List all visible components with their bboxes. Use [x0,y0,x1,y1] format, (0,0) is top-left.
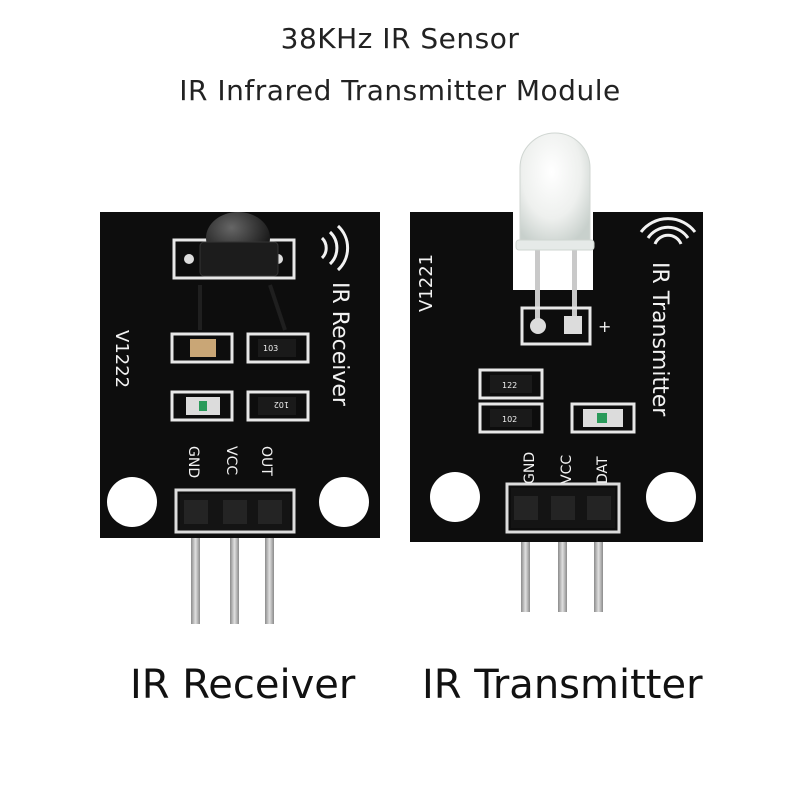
wave-signal-icon [320,224,350,272]
transmitter-silkscreen-title: IR Transmitter [647,262,672,417]
transmitter-caption: IR Transmitter [422,662,703,708]
title-line-1: 38KHz IR Sensor [280,22,520,55]
transmitter-polarity-plus: + [598,317,611,336]
receiver-caption: IR Receiver [130,662,356,708]
transmitter-pcb [410,212,703,542]
receiver-resistor-2: 102 [274,400,289,409]
transmitter-header-pins [521,518,603,612]
transmitter-pin-gnd: GND [522,452,538,484]
receiver-header-pins [191,512,274,624]
receiver-pin-vcc: VCC [223,446,239,475]
receiver-version-label: V1222 [111,330,132,388]
receiver-silkscreen-title: IR Receiver [327,282,352,407]
receiver-pin-gnd: GND [185,446,201,478]
receiver-resistor-1: 103 [263,344,278,353]
transmitter-resistor-2: 102 [502,415,517,424]
ir-led-icon [515,132,595,251]
transmitter-resistor-1: 122 [502,381,517,390]
title-line-2: IR Infrared Transmitter Module [179,74,621,107]
ir-transmitter-board [410,132,703,612]
transmitter-pin-dat: DAT [595,456,611,484]
transmitter-version-label: V1221 [416,254,437,312]
ir-receiver-board [100,212,380,624]
transmitter-pin-vcc: VCC [559,455,575,484]
receiver-pin-out: OUT [258,446,274,476]
wave-signal-icon-tx [639,217,697,245]
